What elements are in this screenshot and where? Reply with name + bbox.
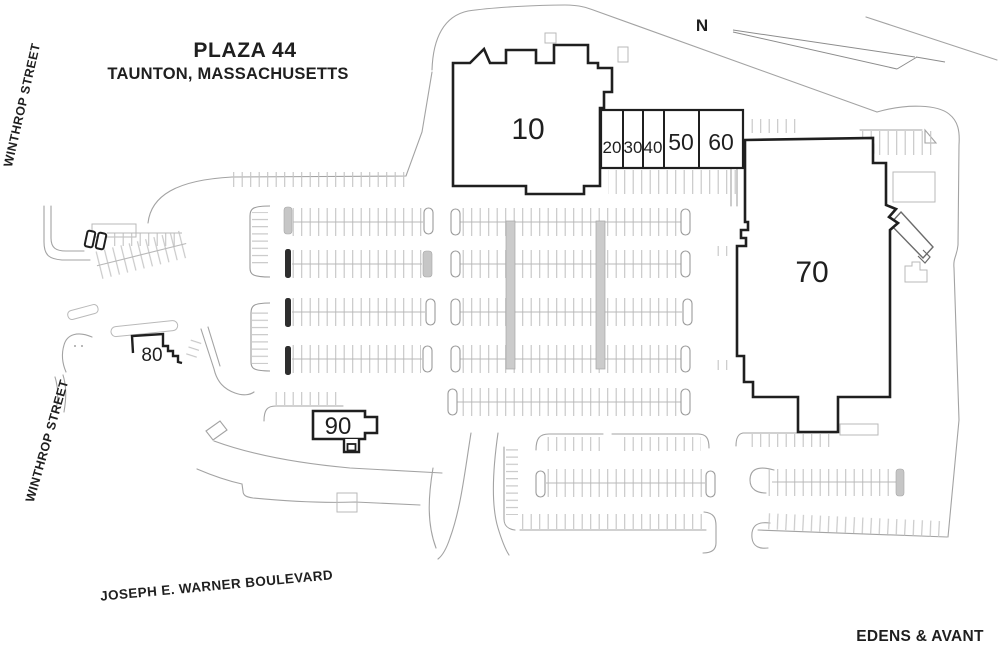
light-rect-3 [617,46,629,63]
building-90-outline [311,409,379,454]
building-50-label: 50 [668,129,694,155]
curb-slant-80b [207,326,221,367]
winthrop-edge-1 [43,205,91,261]
curb-hook-left [61,333,93,373]
north-arrow [732,29,946,70]
bold-island-2 [94,231,108,251]
top-road-edge [431,4,878,113]
lower-comb-spine [503,446,516,531]
buildings-layer [83,29,946,454]
lower-block-curb-2 [611,433,710,449]
building-10-label: 10 [511,113,544,146]
building-70-outline [735,136,901,434]
wing-sub-shape [904,261,928,283]
entrance-left-edge [437,432,472,560]
building-80-outline [130,332,183,365]
building-60-label: 60 [708,129,734,155]
curb-slant-80 [200,328,255,396]
dark-island-1 [285,249,291,278]
br-hook-c [751,522,771,549]
winthrop-edge-2 [50,205,85,252]
lower-block-hook [702,511,717,554]
br-curb-a-hook [735,432,744,447]
bold-island-1 [83,229,97,249]
parcel-boundary [147,71,433,224]
winthrop-lower-edge-2 [54,376,59,411]
walkway-strip-1 [505,220,516,370]
dark-island-2 [285,298,291,327]
page-title: PLAZA 44 [193,39,296,62]
winthrop-lower-edge-1 [62,374,67,413]
entrance-outer-edge [428,467,437,549]
slant-pill-1 [67,304,99,320]
curb-above-90 [263,405,344,422]
right-road-edge [876,105,960,538]
building-70-wing-tab [917,249,931,264]
building-10-outline [451,43,614,196]
slant-pill-2 [110,320,179,338]
building-90-label: 90 [325,413,352,440]
light-rect-7 [892,171,936,203]
light-rect-4 [544,32,557,44]
roads-layer [43,4,998,560]
page-subtitle: TAUNTON, MASSACHUSETTS [107,65,348,83]
light-rect-2 [336,492,358,513]
building-40-label: 40 [644,138,663,157]
building-70-label: 70 [795,256,828,289]
winthrop-street-upper-label: WINTHROP STREET [1,42,43,169]
drive-lower [196,468,421,506]
units-20-60-strip [599,108,745,170]
walkway-strip-2 [595,220,606,370]
br-hook-b [749,467,775,494]
building-80-label: 80 [141,345,162,366]
winthrop-street-lower-label: WINTHROP STREET [23,378,71,504]
lower-block-curb-1 [535,433,604,451]
drive-upper [213,440,443,474]
building-20-label: 20 [603,138,622,157]
entrance-right-edge [492,432,510,556]
boulevard-label: JOSEPH E. WARNER BOULEVARD [100,567,334,604]
building-30-label: 30 [624,138,643,157]
light-rect-6 [839,423,879,436]
company-label: EDENS & AVANT [856,628,984,645]
parking-layer [93,119,946,538]
diamond-island [205,420,228,441]
building-70-wing [889,210,934,260]
dark-island-3 [285,346,291,375]
top-road-edge-2 [865,16,998,61]
north-label: N [696,16,708,35]
